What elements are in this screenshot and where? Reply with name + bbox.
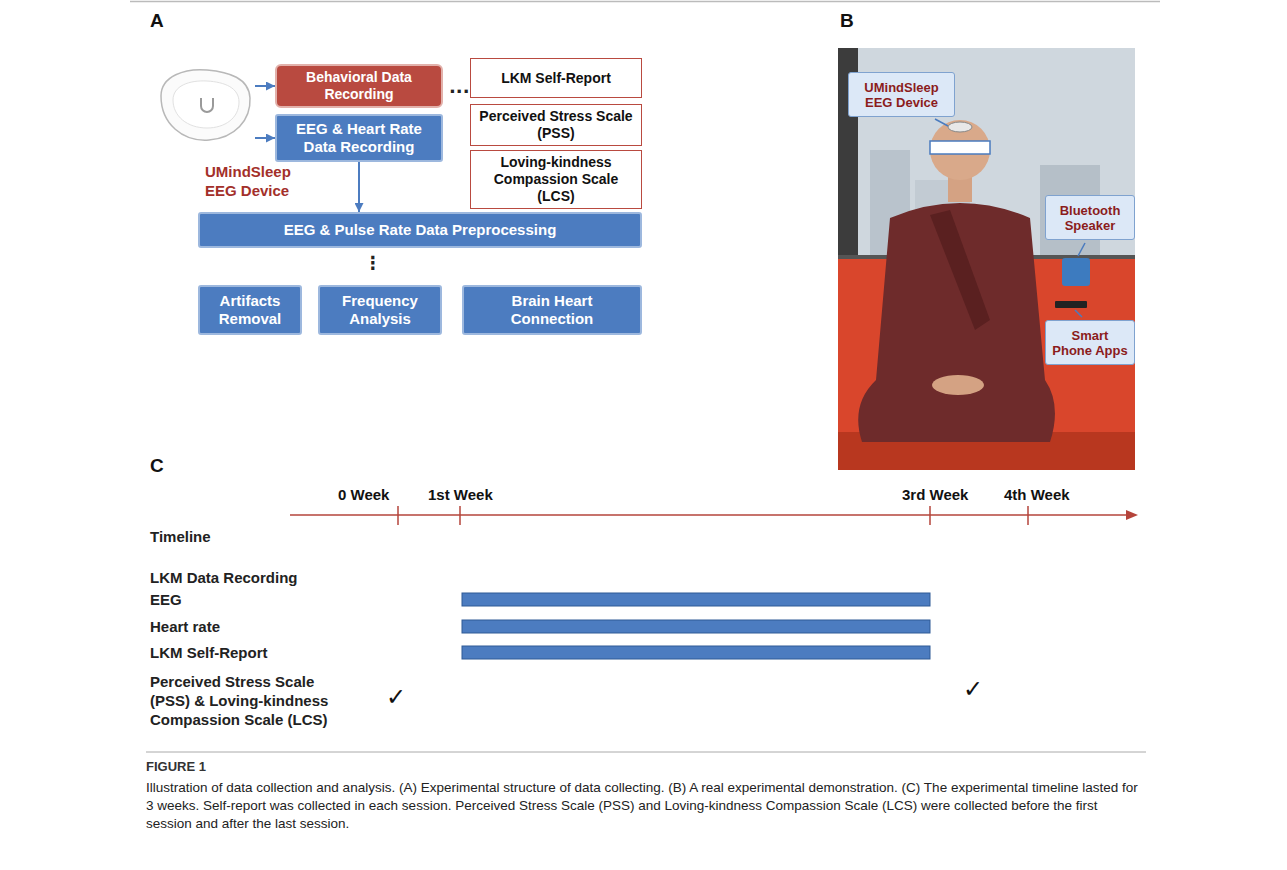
figure-caption: Illustration of data collection and anal… [146,779,1146,833]
figure-title: FIGURE 1 [146,759,206,774]
box-text: Frequency Analysis [326,292,434,328]
process-box: Behavioral Data Recording [275,64,443,108]
process-box: Frequency Analysis [318,285,442,335]
photo-callout: UMindSleep EEG Device [848,72,955,117]
timeline-tick [929,506,931,525]
flow-arrow [358,162,360,212]
leader-line [935,119,948,126]
caption-rule [146,752,1146,753]
row-label: Perceived Stress Scale (PSS) & Loving-ki… [150,672,345,729]
process-box: EEG & Heart Rate Data Recording [275,114,443,162]
device-face [173,81,239,128]
photo-face-blur [930,141,990,154]
timeline-tick [1027,506,1029,525]
photo-head [930,120,990,180]
timeline-tick [397,506,399,525]
week-label: 3rd Week [902,486,968,503]
panel-letter: B [840,10,854,32]
photo-callout: Smart Phone Apps [1045,320,1135,365]
photo-window [838,48,1135,470]
row-label: Heart rate [150,617,350,636]
device-illustration: UMindSleep EEG Device [155,62,255,150]
box-text: Bluetooth Speaker [1050,203,1130,233]
photo-phone [1055,301,1087,308]
timeline-tick [459,506,461,525]
box-text: LKM Self-Report [501,70,611,87]
leader-line [1078,243,1085,256]
process-box: EEG & Pulse Rate Data Preprocessing [198,212,642,248]
leader-line [1075,310,1082,317]
box-text: Loving-kindness Compassion Scale (LCS) [477,154,635,205]
photo-hands [932,375,984,395]
box-text: Behavioral Data Recording [283,69,435,103]
measure-box: Loving-kindness Compassion Scale (LCS) [470,150,642,209]
photo-eeg-device [948,122,972,132]
row-label: Timeline [150,527,350,546]
timeline-bar [462,593,930,606]
vertical-dots: ⋮ [364,252,382,273]
photo-robe-fold [930,210,990,330]
flow-arrow [255,137,275,139]
frame-line [130,1,1160,3]
measure-box: LKM Self-Report [470,58,642,98]
device-shape [155,62,255,150]
row-label: LKM Data Recording [150,568,370,587]
timeline-bar [462,646,930,659]
photo-robe [858,203,1055,442]
timeline-bar [462,620,930,633]
box-text: EEG & Pulse Rate Data Preprocessing [284,221,557,239]
week-label: 1st Week [428,486,493,503]
week-label: 0 Week [338,486,389,503]
photo-speaker [1062,258,1090,286]
week-label: 4th Week [1004,486,1070,503]
row-label: EEG [150,590,350,609]
device-logo [201,98,213,112]
checkmark: ✓ [963,675,983,703]
box-text: UMindSleep EEG Device [853,80,950,110]
device-label: UMindSleep EEG Device [205,162,315,200]
measure-box: Perceived Stress Scale (PSS) [470,104,642,146]
box-text: Brain Heart Connection [470,292,634,328]
flow-arrow [255,85,275,87]
box-text: EEG & Heart Rate Data Recording [283,120,435,156]
ellipsis: ... [449,76,470,97]
box-text: Perceived Stress Scale (PSS) [477,108,635,142]
checkmark: ✓ [386,683,406,711]
timeline-arrowhead [1126,510,1138,520]
panel-letter: C [150,455,164,477]
photo-callout: Bluetooth Speaker [1045,195,1135,240]
row-label: LKM Self-Report [150,643,350,662]
process-box: Brain Heart Connection [462,285,642,335]
timeline-axis [290,514,1128,516]
device-body [161,70,250,140]
box-text: Smart Phone Apps [1050,328,1130,358]
panel-letter: A [150,10,164,32]
process-box: Artifacts Removal [198,285,302,335]
box-text: Artifacts Removal [206,292,294,328]
